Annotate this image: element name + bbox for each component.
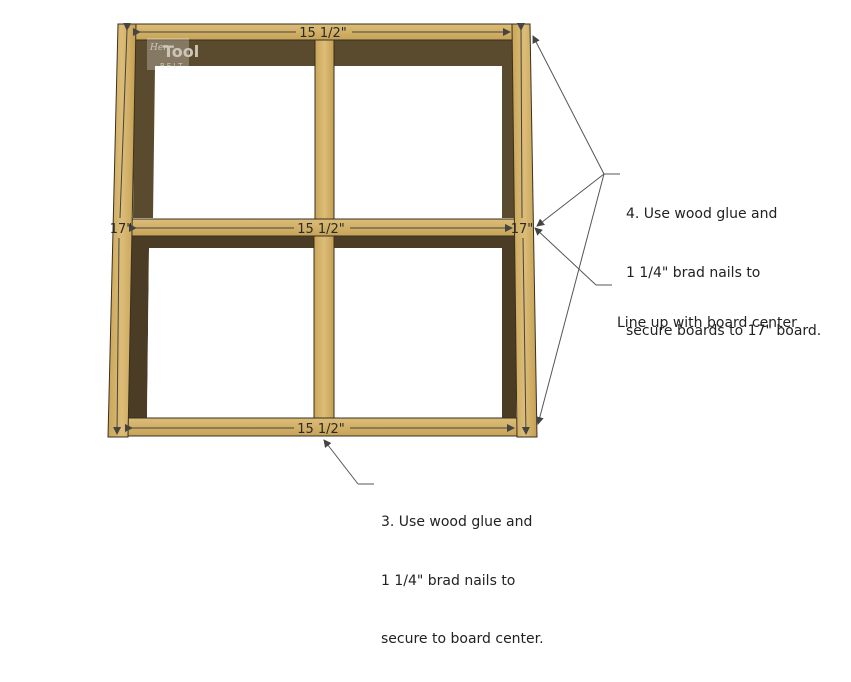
svg-text:Tool: Tool bbox=[163, 42, 199, 61]
left-side-dimension-label: 17" bbox=[110, 222, 133, 237]
step3-line-3: secure to board center. bbox=[381, 631, 544, 647]
step4-leader-lines bbox=[532, 35, 620, 425]
cubby-bottom-left-shadow bbox=[128, 236, 314, 418]
top-dimension-label: 15 1/2" bbox=[299, 26, 347, 41]
svg-text:Her: Her bbox=[149, 43, 168, 53]
cubby-shadows bbox=[128, 40, 516, 418]
right-side-dimension-label: 17" bbox=[511, 222, 534, 237]
middle-dimension-label: 15 1/2" bbox=[297, 222, 345, 237]
step4-note: 4. Use wood glue and 1 1/4" brad nails t… bbox=[626, 166, 821, 361]
cubby-openings bbox=[147, 66, 502, 418]
cubby-top-left-shadow bbox=[133, 40, 315, 218]
cubby-top-right-shadow bbox=[334, 40, 514, 218]
lower-divider-board bbox=[313, 235, 335, 419]
center-leader-line bbox=[534, 227, 612, 286]
step4-line-3: secure boards to 17" board. bbox=[626, 323, 822, 339]
her-tool-belt-logo: Her Tool BELT bbox=[147, 38, 199, 70]
bottom-dimension-label: 15 1/2" bbox=[297, 422, 345, 437]
step4-line-1: 4. Use wood glue and bbox=[626, 206, 778, 222]
step3-line-2: 1 1/4" brad nails to bbox=[381, 572, 516, 589]
step3-note: 3. Use wood glue and 1 1/4" brad nails t… bbox=[381, 474, 544, 669]
step3-leader-line bbox=[323, 439, 374, 485]
upper-divider-board bbox=[314, 39, 335, 220]
dimension-lines bbox=[113, 22, 530, 435]
step4-line-2: 1 1/4" brad nails to bbox=[626, 264, 761, 281]
center-note: Line up with board center bbox=[617, 275, 797, 353]
svg-text:BELT: BELT bbox=[160, 62, 184, 70]
step3-line-1: 3. Use wood glue and bbox=[381, 514, 533, 530]
center-line-1: Line up with board center bbox=[617, 315, 797, 331]
